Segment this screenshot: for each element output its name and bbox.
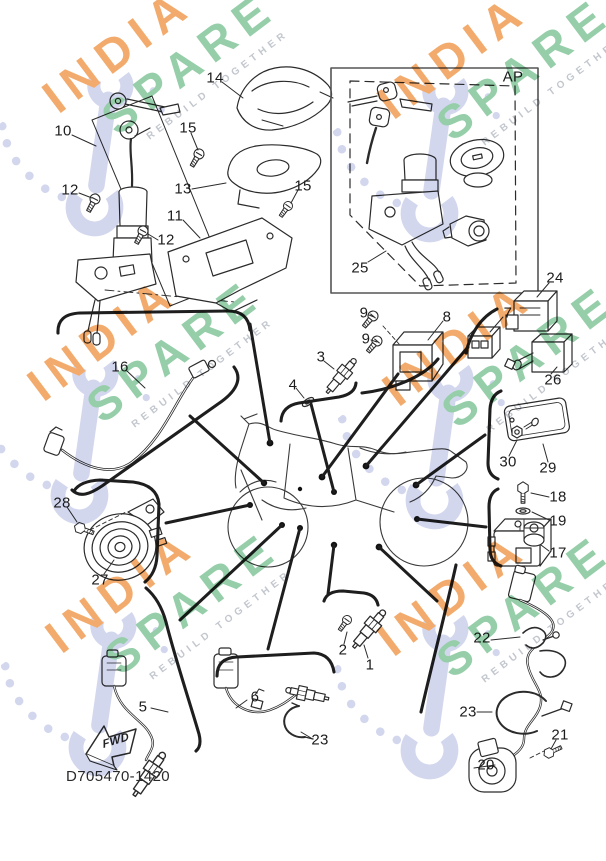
part-washer-19 [515,507,531,515]
part-sidestand-harness [468,564,573,793]
part-bracket [167,217,293,313]
part-horn-27 [83,498,168,581]
part-connector-7 [467,326,501,359]
drawing-code: D705470-1420 [66,768,171,785]
part-clamp-23a [283,702,314,740]
part-sensor-3 [321,354,362,398]
part-nut-30 [511,425,523,439]
part-handle-cover [227,144,322,209]
part-relay-24 [505,290,558,332]
motorcycle-outline [227,413,469,568]
part-flasher-26 [504,333,573,373]
part-meter-cover [236,66,334,131]
part-wire-16 [43,359,217,471]
part-unit-17 [487,518,552,567]
part-main-switch [75,92,236,346]
part-spark-plug-1 [347,605,391,653]
inset-kit-box [330,67,539,294]
